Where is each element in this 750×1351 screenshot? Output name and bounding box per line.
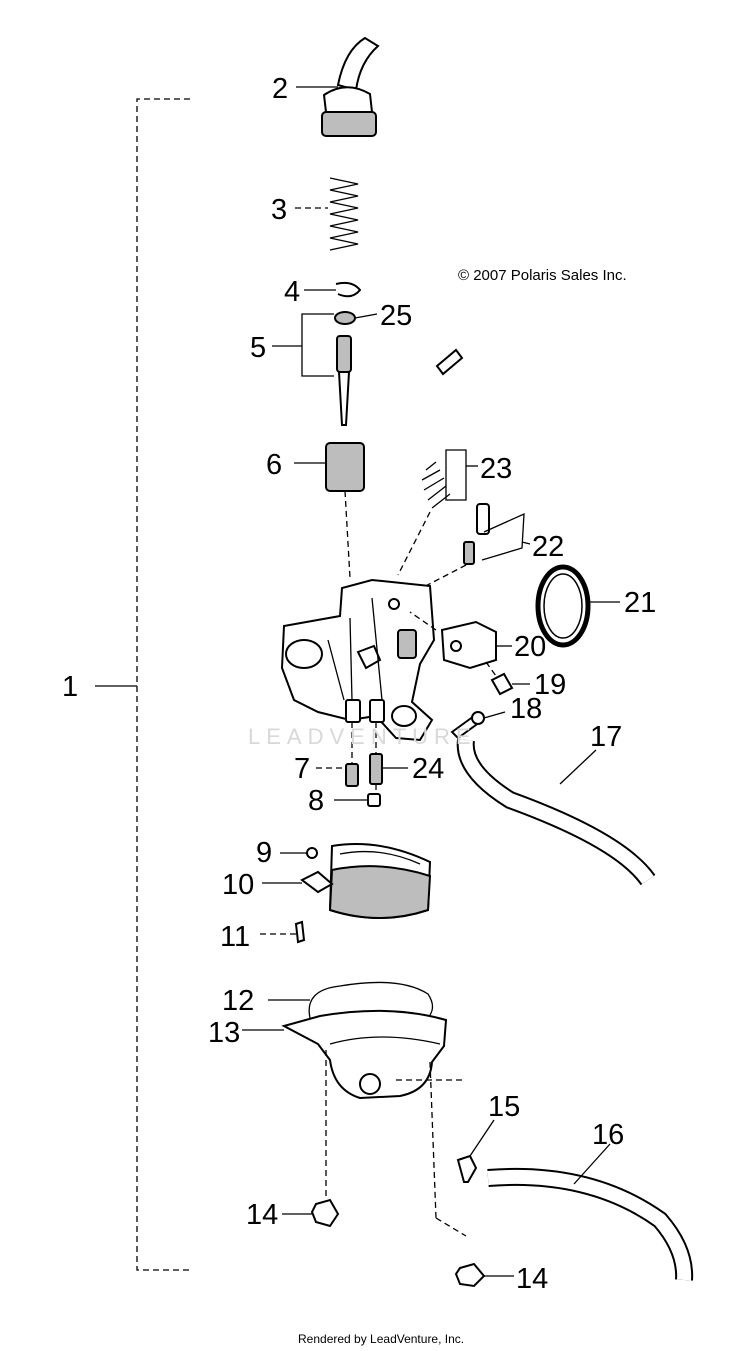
callout-17: 17 bbox=[590, 721, 622, 753]
part-8-jet bbox=[334, 784, 381, 807]
callout-24: 24 bbox=[412, 753, 444, 785]
callout-22: 22 bbox=[532, 531, 564, 563]
part-20-choke-plunger bbox=[409, 611, 512, 670]
part-11-float-needle bbox=[260, 920, 306, 944]
callout-12: 12 bbox=[222, 985, 254, 1017]
assembly-bracket bbox=[95, 98, 190, 1271]
copyright-notice: © 2007 Polaris Sales Inc. bbox=[458, 267, 627, 284]
callout-20: 20 bbox=[514, 631, 546, 663]
part-15-drain-screw bbox=[456, 1119, 495, 1183]
callout-14-upper: 14 bbox=[246, 1199, 278, 1231]
callout-9: 9 bbox=[256, 837, 272, 869]
callout-8: 8 bbox=[308, 785, 324, 817]
watermark-text: LEADVENTURE bbox=[248, 724, 477, 749]
part-4-clip bbox=[304, 281, 362, 298]
callout-7: 7 bbox=[294, 753, 310, 785]
callout-14-lower: 14 bbox=[516, 1263, 548, 1295]
part-2-carburetor-cap bbox=[296, 36, 380, 137]
part-25-clip bbox=[334, 311, 378, 325]
callout-18: 18 bbox=[510, 693, 542, 725]
callout-23: 23 bbox=[480, 453, 512, 485]
part-22-pilot-screw bbox=[417, 503, 531, 591]
callout-19: 19 bbox=[534, 669, 566, 701]
part-17-vent-hose bbox=[456, 738, 656, 886]
callout-21: 21 bbox=[624, 587, 656, 619]
part-18-hose-fitting bbox=[450, 711, 506, 740]
callout-16: 16 bbox=[592, 1119, 624, 1151]
callout-10: 10 bbox=[222, 869, 254, 901]
part-14-drain-screw bbox=[454, 1262, 514, 1288]
callout-13: 13 bbox=[208, 1017, 240, 1049]
part-7-main-jet bbox=[316, 722, 359, 787]
footer-credit: Rendered by LeadVenture, Inc. bbox=[298, 1332, 464, 1346]
callout-4: 4 bbox=[284, 276, 300, 308]
callout-3: 3 bbox=[271, 194, 287, 226]
part-10-float bbox=[262, 843, 432, 919]
callout-1: 1 bbox=[62, 671, 78, 703]
callout-5: 5 bbox=[250, 332, 266, 364]
part-5-jet-needle bbox=[272, 313, 352, 426]
callout-15: 15 bbox=[488, 1091, 520, 1123]
part-14-drain-screw bbox=[282, 1198, 340, 1228]
callout-2: 2 bbox=[272, 73, 288, 105]
carburetor-body bbox=[280, 578, 436, 742]
part-3-throttle-spring bbox=[295, 177, 359, 251]
part-24-pilot-jet bbox=[369, 722, 408, 785]
part-16-drain-hose bbox=[487, 1143, 694, 1281]
part-21-o-ring bbox=[535, 564, 620, 648]
callout-6: 6 bbox=[266, 449, 282, 481]
part-19-screw bbox=[485, 661, 530, 696]
part-13-float-bowl bbox=[242, 1009, 467, 1237]
callout-25: 25 bbox=[380, 300, 412, 332]
callout-11: 11 bbox=[220, 921, 250, 953]
part-6-throttle-slide bbox=[294, 442, 365, 579]
part-23-idle-screw bbox=[397, 348, 478, 576]
